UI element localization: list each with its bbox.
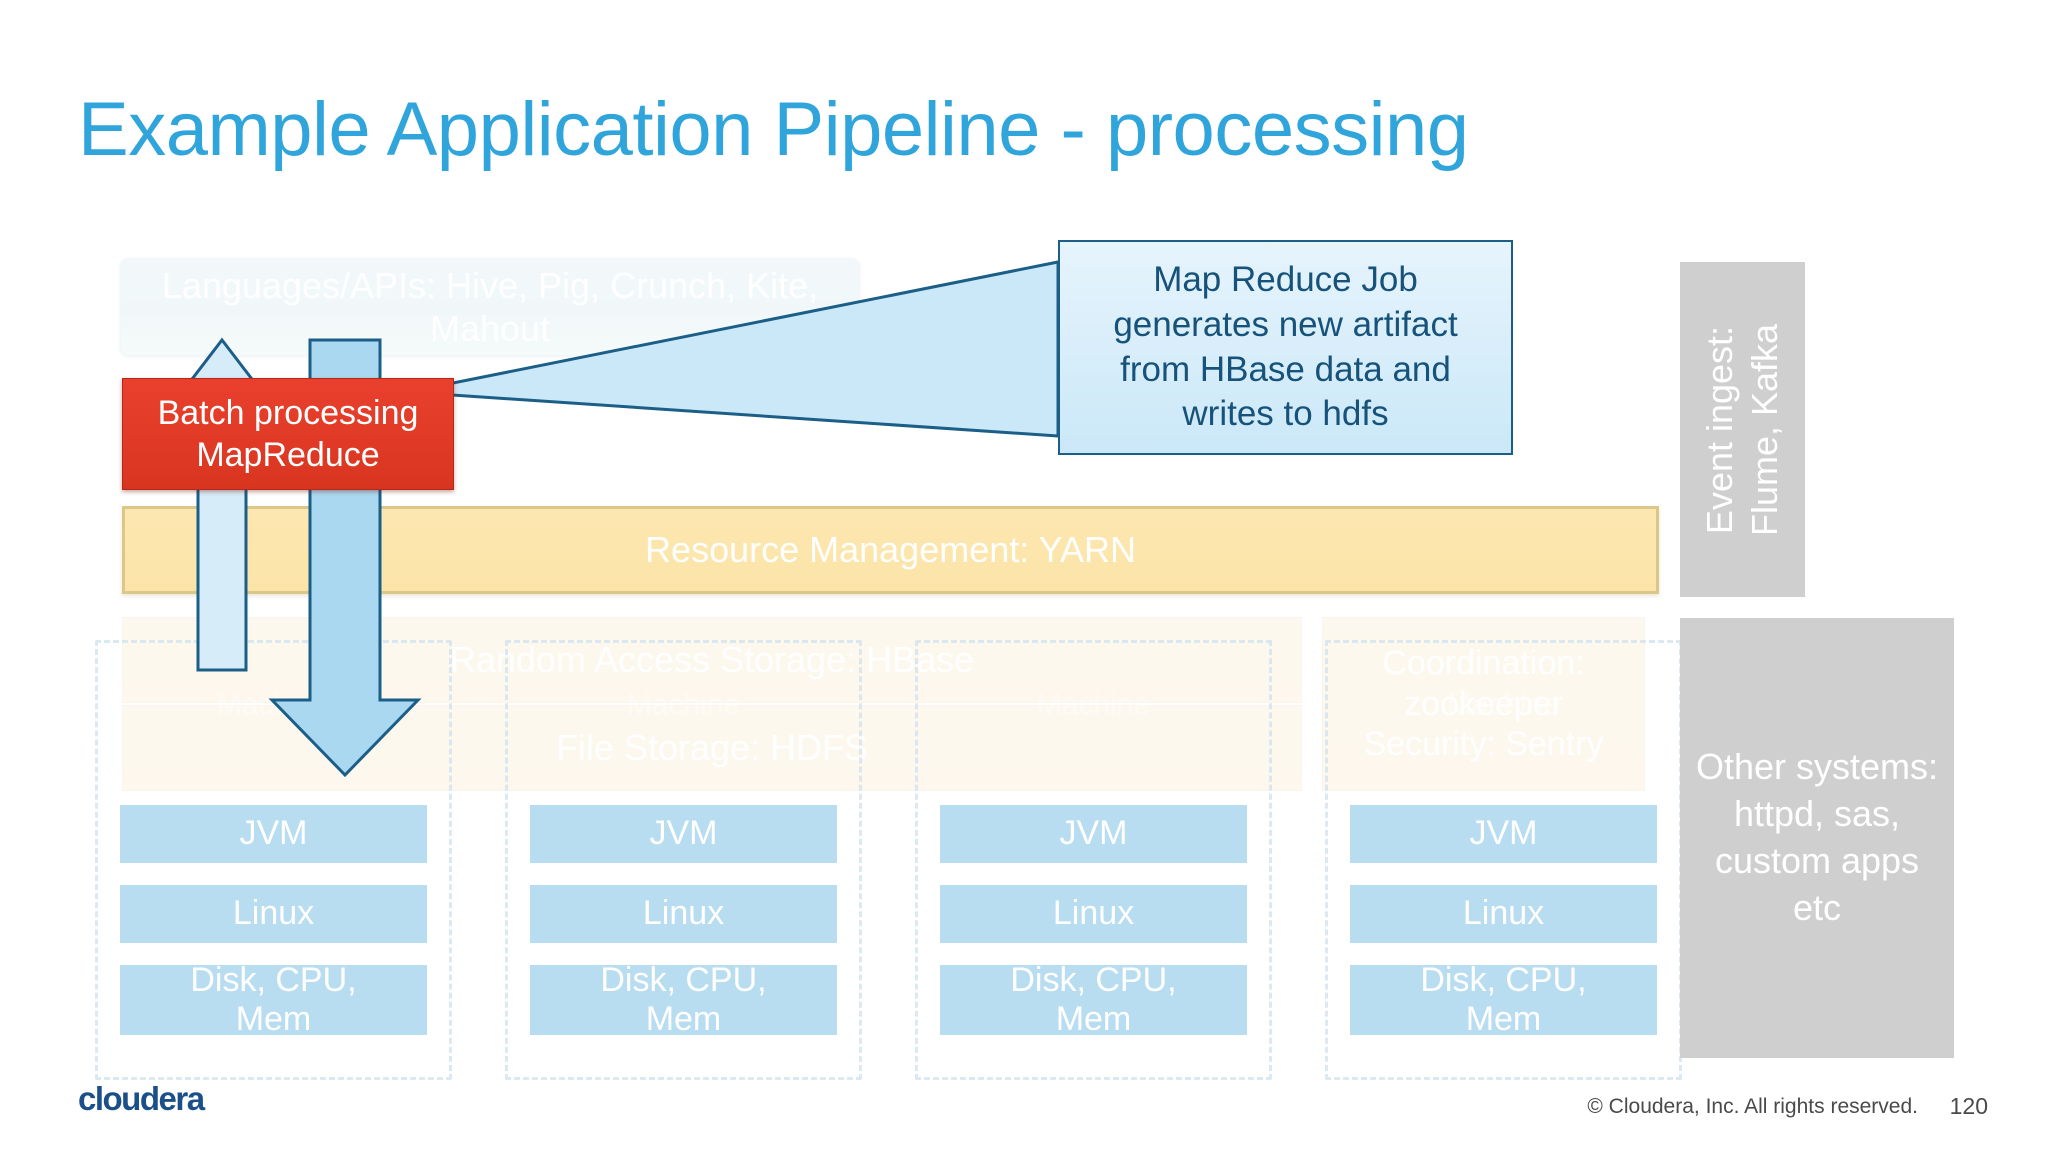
page-title: Example Application Pipeline - processin… — [78, 87, 1469, 172]
cloudera-logo: cloudera — [78, 1082, 207, 1117]
coordination-line-1: Coordination: — [1382, 643, 1585, 682]
machine-label: Machine — [1036, 688, 1151, 721]
callout-line-1: Map Reduce Job — [1153, 259, 1418, 299]
linux-box: Linux — [1350, 885, 1657, 943]
event-ingest-label: Event ingest: Flume, Kafka — [1698, 323, 1788, 535]
copyright-text: © Cloudera, Inc. All rights reserved. — [1587, 1095, 1918, 1118]
event-ingest-sidebar: Event ingest: Flume, Kafka — [1680, 262, 1805, 597]
mapreduce-line-1: Batch processing — [157, 393, 419, 432]
linux-box: Linux — [940, 885, 1247, 943]
hardware-box: Disk, CPU,Mem — [530, 961, 837, 1038]
callout-line-3: from HBase data and — [1120, 349, 1451, 389]
jvm-box: JVM — [940, 805, 1247, 863]
svg-text:cloudera: cloudera — [78, 1082, 206, 1117]
hardware-box: Disk, CPU,Mem — [1350, 961, 1657, 1038]
event-ingest-line-2: Flume, Kafka — [1744, 323, 1786, 536]
other-systems-sidebar: Other systems: httpd, sas, custom apps e… — [1680, 618, 1954, 1058]
jvm-box: JVM — [1350, 805, 1657, 863]
machine-column — [505, 640, 862, 1080]
linux-box: Linux — [530, 885, 837, 943]
machine-label: Machine — [626, 688, 741, 721]
page-number: 120 — [1949, 1093, 1988, 1119]
yarn-box: Resource Management: YARN — [122, 506, 1659, 594]
coordination-line-2: zookeeper — [1404, 684, 1563, 723]
map-reduce-job-callout[interactable]: Map Reduce Job generates new artifact fr… — [1058, 240, 1513, 455]
mapreduce-line-2: MapReduce — [196, 436, 380, 474]
machine-label: Machine — [1446, 688, 1561, 721]
linux-box: Linux — [120, 885, 427, 943]
jvm-box: JVM — [530, 805, 837, 863]
machine-column — [915, 640, 1272, 1080]
languages-apis-box: Languages/APIs: Hive, Pig, Crunch, Kite,… — [120, 258, 860, 356]
hardware-box: Disk, CPU,Mem — [120, 961, 427, 1038]
coordination-box: Coordination: zookeeper Security: Sentry — [1322, 617, 1645, 791]
hardware-box: Disk, CPU,Mem — [940, 961, 1247, 1038]
machine-label: Machine — [216, 688, 331, 721]
hdfs-box: File Storage: HDFS — [122, 705, 1302, 791]
batch-processing-mapreduce-box[interactable]: Batch processing MapReduce — [122, 378, 454, 490]
event-ingest-line-1: Event ingest: — [1699, 325, 1741, 534]
callout-line-2: generates new artifact — [1113, 304, 1458, 344]
jvm-box: JVM — [120, 805, 427, 863]
coordination-line-3: Security: Sentry — [1363, 725, 1604, 764]
callout-line-4: writes to hdfs — [1182, 394, 1389, 434]
